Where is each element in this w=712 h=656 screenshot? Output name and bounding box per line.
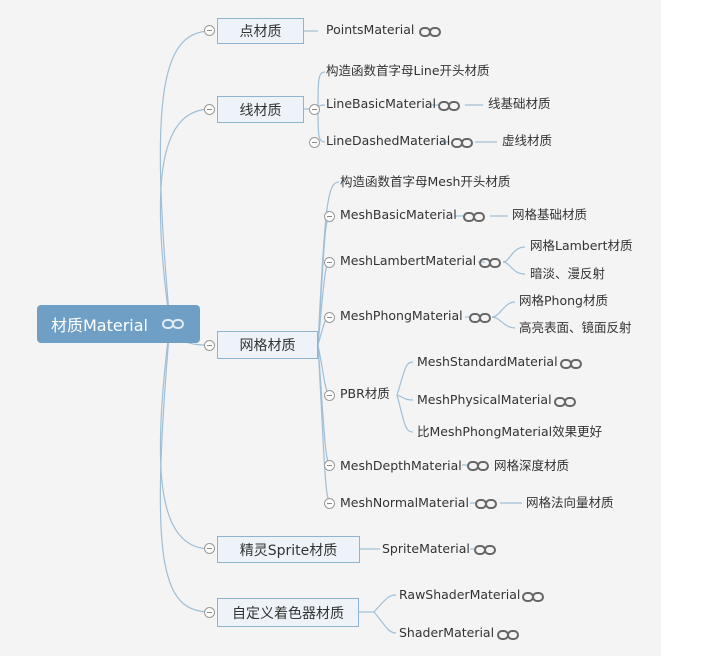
node-mesh-lambert-desc2: 暗淡、漫反射 xyxy=(530,266,606,281)
category-line-label: 线材质 xyxy=(239,102,282,119)
link-icon[interactable] xyxy=(469,312,491,324)
node-line-basic-desc: 线基础材质 xyxy=(488,96,551,111)
node-mesh-note: 构造函数首字母Mesh开头材质 xyxy=(340,174,511,189)
node-mesh-basic-desc: 网格基础材质 xyxy=(512,207,588,222)
collapse-toggle-icon[interactable] xyxy=(309,137,320,148)
node-pbr-material[interactable]: PBR材质 xyxy=(340,386,390,401)
node-points-material[interactable]: PointsMaterial xyxy=(326,22,415,37)
link-icon[interactable] xyxy=(522,591,544,603)
link-icon[interactable] xyxy=(497,629,519,641)
category-mesh-label: 网格材质 xyxy=(239,338,296,354)
node-pbr-note: 比MeshPhongMaterial效果更好 xyxy=(417,424,603,439)
node-sprite-material[interactable]: SpriteMaterial xyxy=(382,541,470,556)
node-mesh-depth-desc: 网格深度材质 xyxy=(494,458,570,473)
node-mesh-phong-desc1: 网格Phong材质 xyxy=(519,293,608,308)
node-mesh-lambert-desc1: 网格Lambert材质 xyxy=(530,238,633,253)
link-icon[interactable] xyxy=(474,544,496,556)
node-mesh-lambert-material[interactable]: MeshLambertMaterial xyxy=(340,253,477,268)
node-mesh-phong-material[interactable]: MeshPhongMaterial xyxy=(340,308,463,323)
category-point[interactable]: 点材质 xyxy=(217,18,304,44)
node-mesh-physical-material[interactable]: MeshPhysicalMaterial xyxy=(417,392,552,407)
node-mesh-normal-desc: 网格法向量材质 xyxy=(526,495,614,510)
collapse-toggle-icon[interactable] xyxy=(324,257,335,268)
node-raw-shader-material[interactable]: RawShaderMaterial xyxy=(399,587,521,602)
node-line-dashed-desc: 虚线材质 xyxy=(502,133,553,148)
category-sprite-label: 精灵Sprite材质 xyxy=(239,542,338,559)
category-sprite[interactable]: 精灵Sprite材质 xyxy=(217,536,360,563)
link-icon[interactable] xyxy=(467,460,489,472)
root-label: 材质Material xyxy=(51,316,149,335)
category-point-label: 点材质 xyxy=(239,24,282,40)
collapse-toggle-icon[interactable] xyxy=(324,211,335,222)
link-icon[interactable] xyxy=(451,137,473,149)
node-mesh-depth-material[interactable]: MeshDepthMaterial xyxy=(340,458,462,473)
link-icon[interactable] xyxy=(475,498,497,510)
node-mesh-basic-material[interactable]: MeshBasicMaterial xyxy=(340,207,457,222)
collapse-toggle-icon[interactable] xyxy=(324,460,335,471)
category-mesh[interactable]: 网格材质 xyxy=(217,331,318,359)
collapse-toggle-icon[interactable] xyxy=(204,25,215,36)
collapse-toggle-icon[interactable] xyxy=(309,104,320,115)
node-line-basic-material[interactable]: LineBasicMaterial xyxy=(326,96,436,111)
collapse-toggle-icon[interactable] xyxy=(204,340,215,351)
category-shader-label: 自定义着色器材质 xyxy=(232,605,344,622)
category-line[interactable]: 线材质 xyxy=(217,96,304,123)
node-shader-material[interactable]: ShaderMaterial xyxy=(399,625,495,640)
node-line-dashed-material[interactable]: LineDashedMaterial xyxy=(326,133,451,148)
node-line-note: 构造函数首字母Line开头材质 xyxy=(326,63,490,78)
link-icon[interactable] xyxy=(162,318,184,330)
collapse-toggle-icon[interactable] xyxy=(204,543,215,554)
link-icon[interactable] xyxy=(554,396,576,408)
collapse-toggle-icon[interactable] xyxy=(204,104,215,115)
link-icon[interactable] xyxy=(419,26,441,38)
node-mesh-normal-material[interactable]: MeshNormalMaterial xyxy=(340,495,469,510)
collapse-toggle-icon[interactable] xyxy=(324,390,335,401)
link-icon[interactable] xyxy=(438,100,460,112)
node-mesh-standard-material[interactable]: MeshStandardMaterial xyxy=(417,354,558,369)
collapse-toggle-icon[interactable] xyxy=(324,498,335,509)
link-icon[interactable] xyxy=(463,211,485,223)
collapse-toggle-icon[interactable] xyxy=(324,312,335,323)
link-icon[interactable] xyxy=(479,257,501,269)
mindmap-canvas: 材质Material 点材质 线材质 网格材质 精灵Sprite材质 自定义着色… xyxy=(0,0,661,656)
link-icon[interactable] xyxy=(560,358,582,370)
collapse-toggle-icon[interactable] xyxy=(204,607,215,618)
node-mesh-phong-desc2: 高亮表面、镜面反射 xyxy=(519,320,632,335)
category-shader[interactable]: 自定义着色器材质 xyxy=(217,598,359,627)
